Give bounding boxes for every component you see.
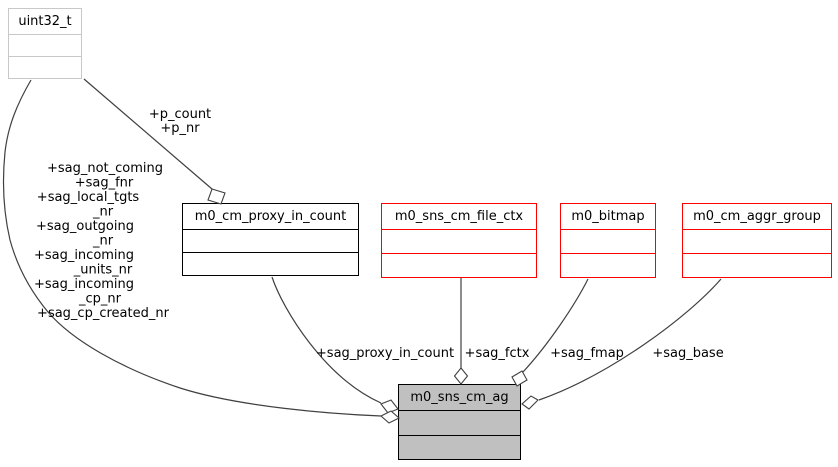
edge-label-line: +sag_local_tgts (37, 190, 140, 205)
node-attributes-compartment (399, 411, 520, 436)
edge-proxy-in-count-to-sns-cm-ag (271, 276, 382, 404)
node-attributes-compartment (183, 230, 358, 253)
node-m0-bitmap[interactable]: m0_bitmap (560, 203, 656, 278)
node-methods-compartment (683, 254, 831, 277)
node-attributes-compartment (9, 35, 81, 57)
node-title: m0_cm_aggr_group (683, 204, 831, 230)
open-diamond-icon (453, 367, 469, 385)
edge-label-line: _nr (92, 205, 114, 220)
open-diamond-icon (521, 395, 539, 410)
edge-label-line: _units_nr (73, 263, 133, 278)
node-attributes-compartment (382, 230, 536, 254)
node-title: m0_bitmap (561, 204, 655, 230)
node-uint32-t[interactable]: uint32_t (8, 8, 82, 79)
edge-label-line: +p_nr (160, 121, 200, 136)
edge-label-line: +sag_fnr (75, 176, 134, 191)
node-m0-sns-cm-ag[interactable]: m0_sns_cm_ag (398, 384, 521, 460)
node-title: m0_cm_proxy_in_count (183, 204, 358, 230)
open-diamond-icon (380, 399, 399, 414)
edge-label-line: +sag_incoming (34, 277, 134, 292)
edge-label-line: +sag_not_coming (47, 161, 163, 176)
node-title: m0_sns_cm_ag (399, 385, 520, 411)
node-m0-sns-cm-file-ctx[interactable]: m0_sns_cm_file_ctx (381, 203, 537, 278)
node-methods-compartment (9, 57, 81, 78)
edge-label-line: +sag_base (652, 346, 723, 361)
node-m0-cm-proxy-in-count[interactable]: m0_cm_proxy_in_count (182, 203, 359, 276)
node-title: m0_sns_cm_file_ctx (382, 204, 536, 230)
edge-label-line: +sag_outgoing (36, 219, 134, 234)
node-attributes-compartment (561, 230, 655, 254)
open-diamond-icon (380, 410, 400, 424)
edge-uint32-to-proxy-in-count (83, 78, 213, 190)
edge-bitmap-to-sns-cm-ag (522, 278, 589, 373)
edge-aggr-group-to-sns-cm-ag (538, 278, 722, 401)
node-methods-compartment (382, 254, 536, 277)
node-methods-compartment (183, 253, 358, 275)
open-diamond-icon (207, 188, 226, 205)
node-m0-cm-aggr-group[interactable]: m0_cm_aggr_group (682, 203, 832, 278)
edge-label-line: +sag_fmap (550, 346, 624, 361)
edge-label-line: _cp_nr (78, 292, 122, 307)
node-methods-compartment (399, 436, 520, 460)
node-title: uint32_t (9, 9, 81, 35)
edge-label-line: +sag_proxy_in_count (316, 346, 454, 361)
node-methods-compartment (561, 254, 655, 277)
edge-label-line: +p_count (149, 107, 211, 122)
edge-label-line: +sag_incoming (34, 248, 134, 263)
edge-label-line: +sag_cp_created_nr (37, 306, 170, 321)
edge-label-line: +sag_fctx (465, 346, 530, 361)
node-attributes-compartment (683, 230, 831, 254)
edge-label-line: _nr (92, 234, 114, 249)
